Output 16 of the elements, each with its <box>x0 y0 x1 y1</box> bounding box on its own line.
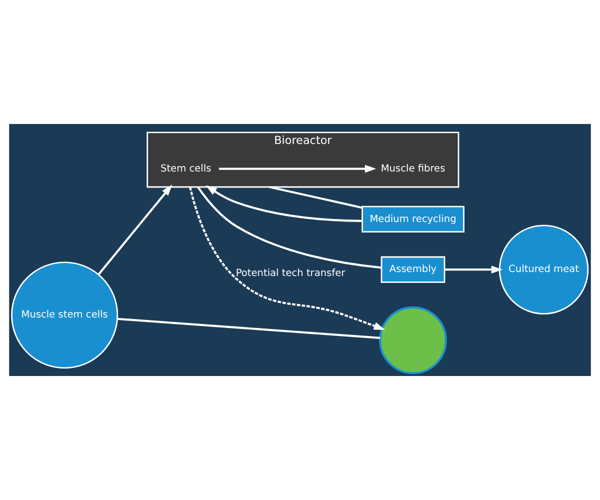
arrow <box>218 164 376 173</box>
node-circle <box>379 306 447 374</box>
node-box: Assembly <box>380 256 446 283</box>
node-text: Muscle fibres <box>380 163 446 174</box>
arrow <box>189 186 386 330</box>
arrow <box>206 185 362 222</box>
node-text: Stem cells <box>160 163 212 174</box>
node-circle: Muscle stem cells <box>11 262 118 369</box>
node-circle: Cultured meat <box>498 224 589 314</box>
connector <box>117 318 380 339</box>
arrow <box>98 184 172 276</box>
connector <box>269 186 362 209</box>
node-box: Medium recycling <box>362 206 464 232</box>
connector <box>197 186 382 269</box>
arrow <box>444 266 503 274</box>
edge-label: Potential tech transfer <box>236 268 346 280</box>
